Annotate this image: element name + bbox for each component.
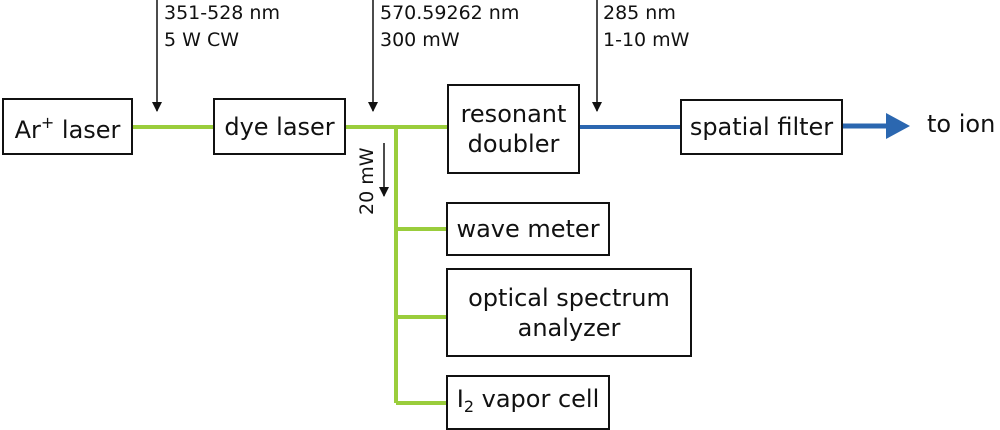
resonant-doubler-label-line2: doubler — [467, 130, 560, 158]
uv-output-power: 1-10 mW — [603, 29, 690, 51]
vapor-cell-box: I2 vapor cell — [446, 375, 610, 430]
wave-meter-label: wave meter — [456, 215, 600, 243]
spatial-filter-box: spatial filter — [680, 99, 843, 155]
pump-annotation: 351-528 nm 5 W CW — [164, 0, 280, 54]
wave-meter-box: wave meter — [446, 202, 610, 256]
vapor-cell-label: I2 vapor cell — [456, 384, 600, 416]
optical-spectrum-analyzer-box: optical spectrum analyzer — [446, 268, 692, 357]
resonant-doubler-label-line1: resonant — [460, 100, 567, 128]
spatial-filter-label: spatial filter — [689, 113, 834, 141]
dye-output-wavelength: 570.59262 nm — [380, 2, 520, 24]
pump-power: 5 W CW — [164, 29, 240, 51]
dye-laser-box: dye laser — [213, 98, 346, 155]
ar-laser-label: Ar+ laser — [14, 113, 121, 144]
dye-output-annotation: 570.59262 nm 300 mW — [380, 0, 519, 54]
uv-output-annotation: 285 nm 1-10 mW — [603, 0, 689, 54]
output-label: to ion — [927, 110, 996, 138]
diagnostic-tap-power: 20 mW — [356, 147, 378, 215]
spectrum-analyzer-label-line2: analyzer — [517, 313, 621, 342]
dye-laser-label: dye laser — [224, 112, 335, 141]
spectrum-analyzer-label-line1: optical spectrum — [468, 283, 670, 312]
ar-laser-box: Ar+ laser — [2, 98, 133, 155]
output-arrowhead — [886, 113, 910, 139]
dye-output-power: 300 mW — [380, 29, 460, 51]
resonant-doubler-box: resonant doubler — [447, 84, 580, 174]
uv-output-wavelength: 285 nm — [603, 2, 676, 24]
pump-wavelength: 351-528 nm — [164, 2, 280, 24]
